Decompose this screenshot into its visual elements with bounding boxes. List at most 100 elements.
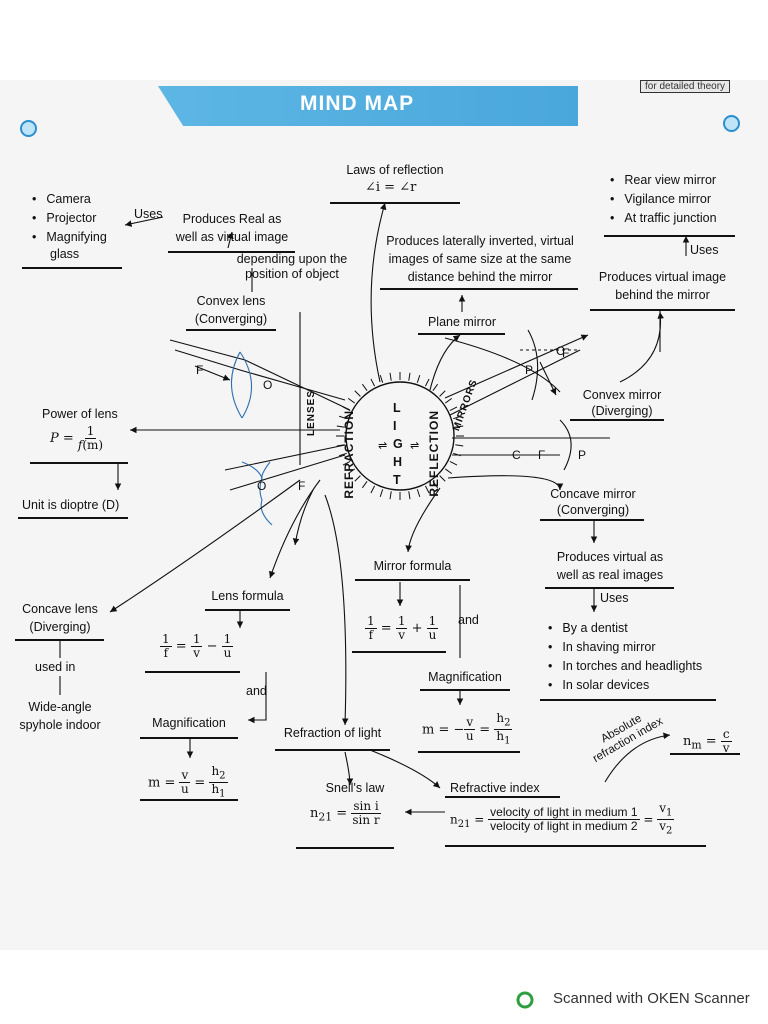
convex-mirror-produces-line: behind the mirror — [615, 288, 710, 302]
sun-ray — [455, 444, 464, 447]
sun-ray — [347, 397, 355, 404]
used-in-label: used in — [35, 660, 76, 674]
refractive-index: Refractive index — [450, 781, 540, 795]
lens-produces-line: well as virtual image — [175, 230, 289, 244]
wide-angle-line: spyhole indoor — [19, 718, 101, 732]
lens-o-label-top: O — [263, 378, 273, 392]
sun-ray — [342, 460, 351, 466]
concave-lens-line: Concave lens — [22, 602, 98, 616]
uses-label-lens: Uses — [134, 207, 163, 221]
sun-ray — [338, 415, 347, 420]
depending-line: depending upon the — [236, 252, 348, 266]
concave-mirror-produces-line: well as real images — [556, 568, 664, 582]
plane-mirror-property-line: Produces laterally inverted, virtual — [386, 234, 574, 248]
plane-mirror-property-line: images of same size at the same — [388, 252, 572, 266]
right-dot-icon — [723, 115, 740, 132]
sun-ray — [432, 481, 439, 489]
title-banner — [158, 86, 578, 126]
convex-lens-use-item: Camera — [32, 190, 107, 209]
mirror-f-label-top: F — [562, 346, 570, 360]
sun-ray — [445, 397, 453, 404]
convex-mirror: Convex mirror (Diverging) — [570, 387, 674, 419]
sun-ray — [361, 383, 368, 391]
wide-angle-line: Wide-angle — [28, 700, 92, 714]
uses-label-concave: Uses — [600, 591, 629, 605]
sun-ray — [354, 390, 361, 397]
concave-mirror-use-item: In torches and headlights — [548, 657, 702, 676]
convex-lens-use-item: Magnifying — [32, 228, 106, 247]
sun-ray — [361, 481, 368, 489]
sun-ray — [449, 460, 458, 466]
concave-mirror-use-item: By a dentist — [548, 619, 702, 638]
lens-magnification: Magnification — [152, 716, 226, 730]
lens-f-label-top: F — [196, 363, 204, 377]
sun-ray — [408, 372, 411, 381]
mirror-f-label: F — [538, 448, 546, 462]
mirror-magnification: Magnification — [428, 670, 502, 684]
light-letter: L — [393, 401, 401, 415]
lens-o-label: O — [257, 479, 267, 493]
convex-mirror-produces: Produces virtual image behind the mirror — [590, 268, 735, 304]
concave-mirror-uses-list: By a dentistIn shaving mirrorIn torches … — [548, 619, 702, 695]
convex-mirror-uses-list: Rear view mirrorVigilance mirrorAt traff… — [610, 171, 717, 228]
convex-lens-line: Convex lens — [196, 294, 266, 308]
mirror-p-label: P — [578, 448, 587, 462]
sun-ray — [389, 372, 392, 381]
velocity-numerator: velocity of light in medium 1 — [488, 805, 640, 821]
convex-mirror-line: Convex mirror — [582, 388, 662, 402]
sun-ray — [432, 383, 439, 391]
convex-mirror-line: (Diverging) — [591, 404, 653, 418]
and-label-mirror: and — [458, 613, 479, 627]
laws-formula: ∠i = ∠r — [365, 180, 417, 195]
convex-mirror-produces-line: Produces virtual image — [598, 270, 727, 284]
sun-ray — [338, 452, 347, 457]
sun-ray — [379, 489, 384, 498]
light-letter: G — [393, 437, 403, 451]
light-letter: T — [393, 473, 401, 487]
sun-ray — [424, 485, 430, 494]
mirror-c-label: C — [512, 448, 521, 462]
snells-law: Snell's law — [325, 781, 385, 795]
sun-ray — [445, 468, 453, 475]
laws-of-reflection: Laws of reflection — [346, 163, 444, 177]
concave-mirror-use-item: In shaving mirror — [548, 638, 702, 657]
convex-lens-line: (Converging) — [194, 312, 268, 326]
power-of-lens: Power of lens — [42, 407, 118, 421]
lenses-label: LENSES — [306, 390, 317, 437]
sun-ray — [455, 425, 464, 428]
sun-ray — [439, 475, 446, 482]
plane-mirror-properties: Produces laterally inverted, virtual imag… — [380, 232, 580, 286]
center-circle — [345, 381, 455, 491]
eq-arrows-left: ⇌ — [378, 440, 388, 452]
lens-formula: Lens formula — [211, 589, 284, 603]
convex-mirror-use-item: Vigilance mirror — [610, 190, 717, 209]
concave-lens-line: (Diverging) — [29, 620, 91, 634]
and-label-lens: and — [246, 684, 267, 698]
depending-line: position of object — [245, 267, 339, 281]
unit-dioptre: Unit is dioptre (D) — [22, 498, 120, 512]
concave-mirror-line: (Converging) — [556, 503, 630, 517]
convex-lens-uses-list: CameraProjectorMagnifyingglass — [32, 190, 107, 261]
convex-mirror-use-item: At traffic junction — [610, 209, 716, 228]
light-letter: H — [393, 455, 403, 469]
wide-angle-spyhole: Wide-angle spyhole indoor — [10, 698, 110, 734]
sun-ray — [416, 489, 421, 498]
uses-label-mirror: Uses — [690, 243, 719, 257]
sun-ray — [370, 485, 376, 494]
sun-ray — [370, 378, 376, 387]
mirror-formula: Mirror formula — [373, 559, 452, 573]
sun-ray — [354, 475, 361, 482]
sun-ray — [347, 468, 355, 475]
corner-tag: for detailed theory — [640, 80, 731, 93]
plane-mirror-property-line: distance behind the mirror — [407, 270, 553, 284]
sun-ray — [439, 390, 446, 397]
